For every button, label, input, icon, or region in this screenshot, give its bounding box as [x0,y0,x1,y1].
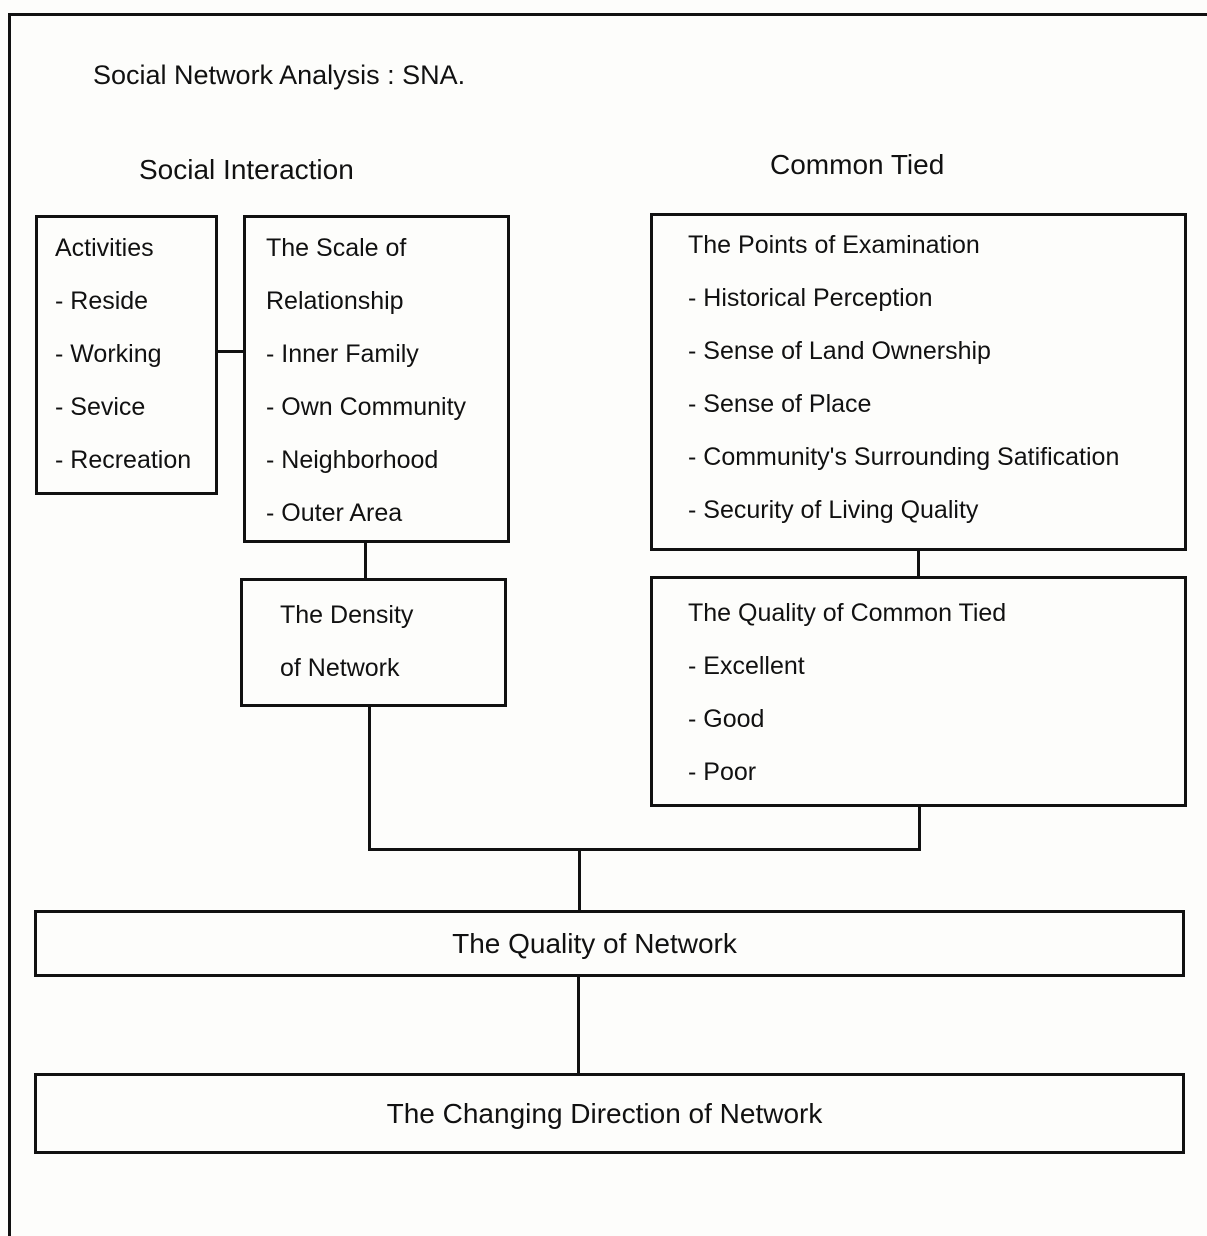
connector-network-direction [577,977,580,1075]
frame-top-border [8,13,1207,16]
list-item: - Working [55,340,162,368]
density-line2: of Network [280,654,400,682]
quality-of-common-tied-box: The Quality of Common Tied - Excellent -… [650,576,1187,807]
list-item: - Own Community [266,393,467,421]
frame-left-border [8,13,11,1236]
list-item: - Excellent [688,652,805,680]
list-item: - Good [688,705,765,733]
points-list: - Historical Perception - Sense of Land … [688,272,1119,537]
scale-title-line2: Relationship [266,287,404,315]
quality-title: The Quality of Common Tied [688,599,1007,627]
list-item: - Community's Surrounding Satification [688,443,1120,471]
connector-scale-density [364,543,367,579]
list-item: - Outer Area [266,499,403,527]
connector-quality-down [918,807,921,851]
density-line1: The Density [280,601,414,629]
changing-direction-box: The Changing Direction of Network [34,1073,1185,1154]
diagram-title: Social Network Analysis : SNA. [93,60,466,90]
quality-list: - Excellent - Good - Poor [688,640,805,799]
common-tied-heading: Common Tied [770,149,945,180]
list-item: - Historical Perception [688,284,933,312]
points-title: The Points of Examination [688,231,980,259]
connector-points-quality [917,551,920,578]
activities-list: - Reside - Working - Sevice - Recreation [55,275,191,487]
list-item: - Poor [688,758,757,786]
list-item: - Sense of Place [688,390,872,418]
connector-density-down [368,707,371,851]
list-item: - Recreation [55,446,192,474]
density-of-network-box: The Density of Network [240,578,507,707]
list-item: - Reside [55,287,149,315]
connector-merge-horizontal [368,848,921,851]
list-item: - Neighborhood [266,446,439,474]
list-item: - Inner Family [266,340,419,368]
scale-title-line1: The Scale of [266,234,407,262]
scale-of-relationship-box: The Scale of Relationship - Inner Family… [243,215,510,543]
scale-list: - Inner Family - Own Community - Neighbo… [266,328,466,540]
quality-of-network-box: The Quality of Network [34,910,1185,977]
list-item: - Security of Living Quality [688,496,979,524]
social-interaction-heading: Social Interaction [139,154,354,185]
list-item: - Sevice [55,393,146,421]
changing-direction-label: The Changing Direction of Network [386,1097,823,1129]
list-item: - Sense of Land Ownership [688,337,991,365]
activities-title: Activities [55,234,154,262]
activities-box: Activities - Reside - Working - Sevice -… [35,215,218,495]
quality-of-network-label: The Quality of Network [452,927,737,959]
connector-activities-scale [218,350,245,353]
points-of-examination-box: The Points of Examination - Historical P… [650,213,1187,551]
connector-merge-to-network [578,848,581,912]
